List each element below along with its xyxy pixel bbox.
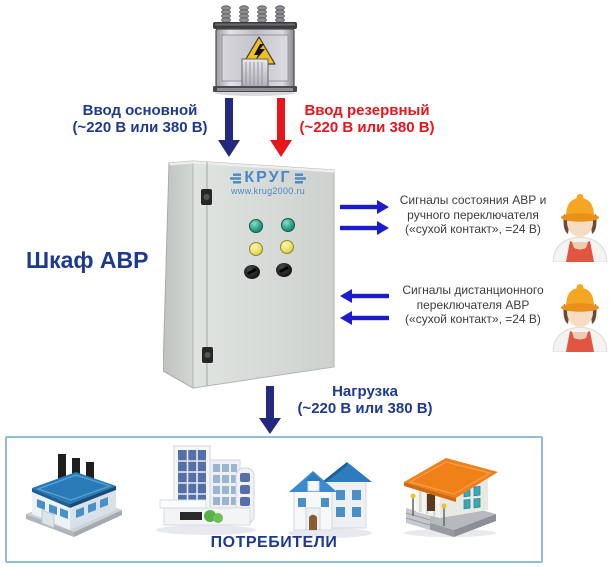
main-input-arrow-down-icon [218,98,240,157]
status-signal-line3: («сухой контакт», =24 В) [405,222,541,236]
indicator-light-green-2 [281,218,295,232]
krug-logo: КРУГ www.krug2000.ru [203,169,333,196]
worker-icon [552,284,608,352]
consumers-box: ПОТРЕБИТЕЛИ [5,436,543,563]
office-building-icon [156,445,256,535]
cabinet-body [162,160,335,389]
reserve-input-arrow-down-icon [270,98,292,157]
cabinet-label: Шкаф АВР [26,247,149,273]
reserve-input-voltage: (~220 В или 380 В) [299,119,435,136]
remote-signal-line2: переключателя АВР [416,297,530,312]
transformer-icon [213,5,297,96]
indicator-light-yellow-2 [280,240,294,254]
indicator-light-green-1 [249,219,263,233]
public-building-icon [404,458,498,537]
selector-knob-1 [244,265,260,279]
remote-signal-line3: («сухой контакт», =24 В) [405,312,541,326]
status-signal-arrow-2-icon [340,221,389,235]
logo-mark-right-icon [294,173,306,183]
load-label: Нагрузка (~220 В или 380 В) [293,383,437,417]
logo-text: КРУГ [244,169,292,186]
reserve-input-title: Ввод резервный [304,102,430,119]
consumers-label: ПОТРЕБИТЕЛИ [210,534,338,551]
status-signal-label: Сигналы состояния АВР и ручного переключ… [390,193,556,237]
avr-cabinet: КРУГ www.krug2000.ru [162,158,335,390]
status-signal-line1: Сигналы состояния АВР и [399,193,547,207]
remote-signal-arrow-1-icon [340,289,389,303]
indicator-light-yellow-1 [249,242,263,256]
logo-mark-left-icon [230,173,242,183]
load-title: Нагрузка [332,383,398,400]
worker-icon [552,194,608,262]
house-icon [288,462,372,538]
remote-signal-label: Сигналы дистанционного переключателя АВР… [390,283,556,327]
status-signal-arrow-1-icon [340,200,389,214]
remote-signal-arrow-2-icon [340,311,389,325]
main-input-title: Ввод основной [82,102,198,119]
load-voltage: (~220 В или 380 В) [297,400,433,417]
factory-icon [26,454,122,537]
main-input-voltage: (~220 В или 380 В) [72,119,208,136]
logo-website: www.krug2000.ru [230,186,306,196]
status-signal-line2: ручного переключателя [407,207,539,222]
main-input-label: Ввод основной (~220 В или 380 В) [62,102,218,136]
reserve-input-label: Ввод резервный (~220 В или 380 В) [292,102,442,136]
remote-signal-line1: Сигналы дистанционного [402,283,544,297]
selector-knob-2 [276,263,292,277]
load-arrow-down-icon [259,386,281,434]
